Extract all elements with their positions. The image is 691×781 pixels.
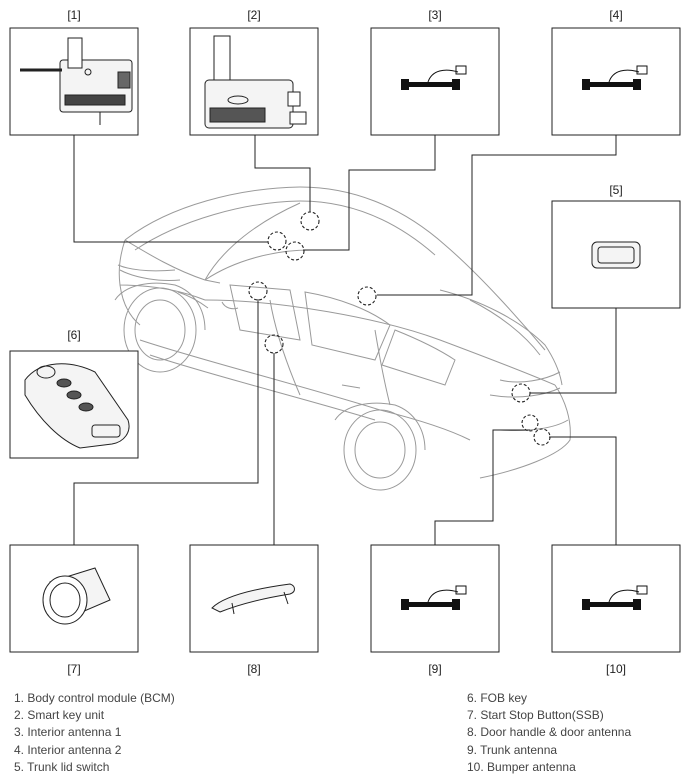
callout-9: [9]	[428, 662, 442, 676]
leader-lines	[73, 135, 617, 545]
legend-item: 10. Bumper antenna	[467, 759, 576, 774]
legend-item: 9. Trunk antenna	[467, 742, 558, 757]
callout-4: [4]	[609, 8, 623, 22]
legend-item: 5. Trunk lid switch	[14, 759, 110, 774]
legend-item: 3. Interior antenna 1	[14, 725, 122, 740]
door-handle-image	[211, 583, 295, 615]
legend-item: 1. Body control module (BCM)	[14, 691, 175, 705]
fob-key-image	[24, 363, 130, 449]
legend-right: 6. FOB key 7. Start Stop Button(SSB) 8. …	[467, 690, 631, 776]
box-interior-antenna-2	[551, 27, 681, 136]
trunk-antenna-image	[401, 585, 467, 610]
legend-item: 4. Interior antenna 2	[14, 742, 122, 757]
legend-item: 8. Door handle & door antenna	[467, 725, 632, 740]
location-markers	[248, 211, 551, 446]
legend-item: 7. Start Stop Button(SSB)	[467, 708, 604, 723]
car-illustration	[114, 186, 571, 491]
callout-2: [2]	[247, 8, 261, 22]
callout-8: [8]	[247, 662, 261, 676]
legend-item: 2. Smart key unit	[14, 708, 105, 723]
box-interior-antenna-1	[370, 27, 500, 136]
smart-key-unit-image	[204, 35, 307, 129]
box-bumper-antenna	[551, 544, 681, 653]
callout-5: [5]	[609, 183, 623, 197]
callout-7: [7]	[67, 662, 81, 676]
legend-item: 6. FOB key	[467, 691, 528, 705]
callout-3: [3]	[428, 8, 442, 22]
callout-10: [10]	[605, 662, 626, 676]
callout-6: [6]	[67, 328, 81, 342]
bcm-module-image	[20, 37, 133, 125]
legend-left: 1. Body control module (BCM) 2. Smart ke…	[14, 690, 175, 776]
bumper-antenna-image	[582, 585, 648, 610]
start-stop-button-image	[42, 567, 111, 625]
callout-1: [1]	[67, 8, 81, 22]
trunk-lid-switch-image	[591, 241, 641, 269]
interior-antenna-2-image	[582, 65, 648, 90]
box-trunk-antenna	[370, 544, 500, 653]
interior-antenna-1-image	[401, 65, 467, 90]
